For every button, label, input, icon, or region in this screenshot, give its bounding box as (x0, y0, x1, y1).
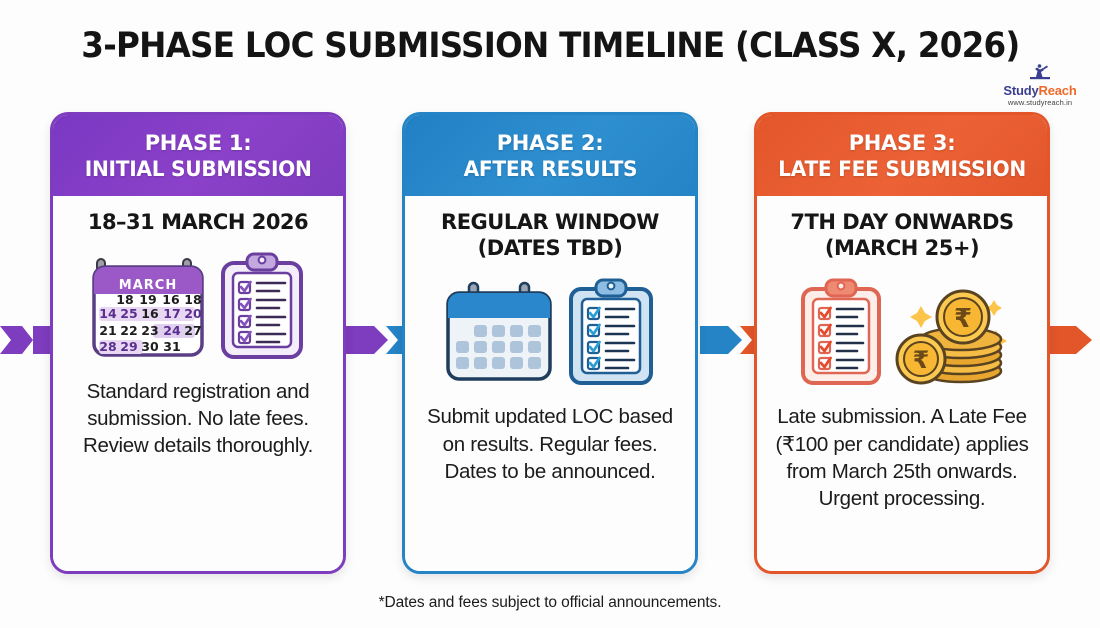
svg-text:18: 18 (184, 292, 201, 307)
phase-2-header-line1: PHASE 2: (496, 131, 604, 155)
svg-text:24: 24 (163, 323, 181, 338)
svg-text:17: 17 (163, 306, 180, 321)
svg-text:₹: ₹ (954, 304, 972, 334)
phase-card-2[interactable]: PHASE 2: AFTER RESULTS REGULAR WINDOW (D… (402, 112, 698, 574)
svg-text:18: 18 (116, 292, 133, 307)
brand-logo: StudyReach www.studyreach.in (992, 64, 1088, 107)
svg-text:23: 23 (141, 323, 158, 338)
phase-2-subtitle-line2: (DATES TBD) (477, 235, 623, 260)
phase-3-subtitle: 7TH DAY ONWARDS (MARCH 25+) (790, 210, 1014, 261)
phase-3-subtitle-line2: (MARCH 25+) (824, 235, 980, 260)
checklist-clipboard-icon (797, 275, 885, 392)
phase-1-icons: MARCH 18 19 16 18 14 25 (89, 242, 307, 374)
svg-text:19: 19 (139, 292, 156, 307)
phase-1-header-line1: PHASE 1: (144, 131, 252, 155)
phase-3-icons: ₹ ₹ (797, 267, 1007, 399)
phase-2-header-line2: AFTER RESULTS (463, 156, 637, 181)
phase-3-description: Late submission. A Late Fee (₹100 per ca… (775, 405, 1029, 511)
page-title: 3-PHASE LOC SUBMISSION TIMELINE (CLASS X… (80, 26, 1020, 66)
blank-calendar-icon (443, 277, 555, 390)
logo-text-study: Study (1003, 83, 1039, 98)
phase-card-3[interactable]: PHASE 3: LATE FEE SUBMISSION 7TH DAY ONW… (754, 112, 1050, 574)
logo-text-reach: Reach (1038, 83, 1077, 98)
phase-cards: PHASE 1: INITIAL SUBMISSION 18–31 MARCH … (0, 112, 1100, 574)
phase-1-header-line2: INITIAL SUBMISSION (84, 156, 312, 181)
phase-3-body: 7TH DAY ONWARDS (MARCH 25+) (757, 196, 1047, 571)
phase-1-subtitle: 18–31 MARCH 2026 (87, 210, 309, 236)
svg-text:27: 27 (184, 323, 201, 338)
svg-text:MARCH: MARCH (119, 278, 177, 293)
svg-text:28: 28 (99, 339, 116, 354)
footer-note: *Dates and fees subject to official anno… (378, 594, 722, 611)
rupee-coins-icon: ₹ ₹ (895, 275, 1007, 392)
phase-1-subtitle-line1: 18–31 MARCH 2026 (87, 210, 309, 235)
runner-icon (992, 64, 1088, 82)
svg-text:21: 21 (99, 323, 116, 338)
phase-1-description: Standard registration and submission. No… (83, 379, 313, 458)
logo-url: www.studyreach.in (1007, 98, 1073, 107)
phase-1-body: 18–31 MARCH 2026 MARCH (53, 196, 343, 571)
phase-3-header: PHASE 3: LATE FEE SUBMISSION (757, 115, 1047, 197)
phase-2-body: REGULAR WINDOW (DATES TBD) (405, 196, 695, 571)
phase-2-subtitle: REGULAR WINDOW (DATES TBD) (441, 210, 659, 261)
svg-text:16: 16 (141, 306, 159, 321)
phase-1-header: PHASE 1: INITIAL SUBMISSION (53, 115, 343, 197)
svg-text:30: 30 (141, 339, 159, 354)
title-row: 3-PHASE LOC SUBMISSION TIMELINE (CLASS X… (0, 26, 1100, 66)
phase-2-description: Submit updated LOC based on results. Reg… (427, 405, 673, 483)
svg-text:20: 20 (184, 306, 202, 321)
svg-text:31: 31 (163, 339, 180, 354)
arrow-end-orange (1046, 318, 1100, 362)
svg-text:₹: ₹ (913, 346, 930, 374)
phase-2-header: PHASE 2: AFTER RESULTS (405, 115, 695, 197)
svg-text:22: 22 (120, 323, 137, 338)
phase-3-subtitle-line1: 7TH DAY ONWARDS (790, 210, 1014, 235)
phase-card-1[interactable]: PHASE 1: INITIAL SUBMISSION 18–31 MARCH … (50, 112, 346, 574)
svg-text:25: 25 (120, 306, 137, 321)
checklist-clipboard-icon (217, 249, 307, 366)
svg-text:29: 29 (120, 339, 137, 354)
phase-3-header-line2: LATE FEE SUBMISSION (778, 156, 1026, 181)
logo-text: StudyReach (992, 84, 1088, 97)
svg-text:16: 16 (162, 292, 180, 307)
checklist-clipboard-icon (565, 275, 657, 392)
svg-text:14: 14 (99, 306, 117, 321)
phase-2-icons (443, 267, 657, 399)
phase-3-header-line1: PHASE 3: (848, 131, 956, 155)
march-calendar-icon: MARCH 18 19 16 18 14 25 (89, 249, 207, 366)
phase-2-subtitle-line1: REGULAR WINDOW (441, 210, 659, 235)
